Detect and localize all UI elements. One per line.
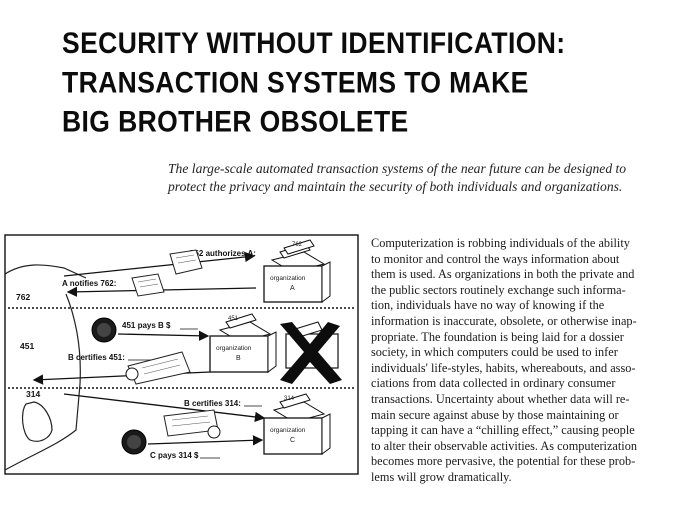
id-762: 762 xyxy=(16,292,30,302)
label-certifies-451: B certifies 451: xyxy=(68,353,125,362)
title-line-2: TRANSACTION SYSTEMS TO MAKE xyxy=(62,65,529,100)
paper-slip-icon xyxy=(169,249,203,275)
coin-face-icon xyxy=(127,435,141,449)
body-line: becomes more pervasive, the potential fo… xyxy=(371,454,636,469)
body-line: tapping it can have a “chilling effect,”… xyxy=(371,423,635,438)
id-314: 314 xyxy=(26,389,40,399)
org-c-letter: C xyxy=(290,437,295,444)
title-line-3: BIG BROTHER OBSOLETE xyxy=(62,104,409,139)
label-pays-c: C pays 314 $ xyxy=(150,451,199,460)
body-line: ciations from data collected in ordinary… xyxy=(371,376,616,391)
body-line: Computerization is robbing individuals o… xyxy=(371,236,630,250)
org-a-label: organization xyxy=(270,275,306,282)
title-line-1: SECURITY WITHOUT IDENTIFICATION: xyxy=(62,26,566,60)
transaction-diagram: 762 451 314 762 authorizes A: A notifies… xyxy=(4,234,360,476)
org-c-label: organization xyxy=(270,427,306,434)
organization-c-box xyxy=(263,393,331,455)
article-body: Computerization is robbing individuals o… xyxy=(371,236,693,486)
body-line: propriate. The foundation is being laid … xyxy=(371,329,624,344)
label-authorizes: 762 authorizes A: xyxy=(190,249,256,258)
org-b-label: organization xyxy=(216,345,252,352)
folder-tab-762: 762 xyxy=(292,242,303,248)
body-line: them is used. As organizations in both t… xyxy=(371,267,635,282)
body-line: information is inaccurate, obsolete, or … xyxy=(371,313,637,328)
arrow-certifies-314 xyxy=(63,393,266,423)
thumb-outline xyxy=(21,401,53,442)
arrow-authorizes xyxy=(63,251,256,277)
hand-outline xyxy=(4,264,87,471)
label-certifies-314: B certifies 314: xyxy=(184,399,241,408)
label-notifies: A notifies 762: xyxy=(62,279,116,288)
org-a-letter: A xyxy=(290,285,295,292)
body-line: lems will grow dramatically. xyxy=(371,469,512,484)
arrow-pays-b xyxy=(117,330,210,341)
body-line: transactions. Uncertainty about whether … xyxy=(371,391,630,406)
label-pays-b: 451 pays B $ xyxy=(122,321,171,330)
body-line: to monitor and control the ways informat… xyxy=(371,251,620,266)
coin-face-icon xyxy=(97,323,111,337)
body-line: tion, individuals have no way of knowing… xyxy=(371,298,605,313)
folder-tab-314: 314 xyxy=(284,396,295,402)
certificate-slip-icon xyxy=(125,351,191,385)
blocked-linkage-icon xyxy=(280,321,342,384)
id-451: 451 xyxy=(20,341,34,351)
folder-tab-451: 451 xyxy=(228,316,239,322)
article-deck: The large-scale automated transaction sy… xyxy=(168,161,627,194)
organization-b-box xyxy=(209,313,277,373)
org-b-letter: B xyxy=(236,355,241,362)
body-line: to alter their observable activities. As… xyxy=(371,438,638,453)
arrow-pays-c xyxy=(147,435,264,446)
certificate-slip-icon xyxy=(163,409,221,439)
organization-a-box xyxy=(263,239,331,303)
paper-slip-icon xyxy=(131,273,165,297)
body-line: the public sectors routinely exchange su… xyxy=(371,282,626,297)
article-title: SECURITY WITHOUT IDENTIFICATION: TRANSAC… xyxy=(62,24,662,142)
transaction-diagram-svg: 762 451 314 762 authorizes A: A notifies… xyxy=(4,234,359,475)
body-line: individuals' life-styles, habits, wherea… xyxy=(371,360,636,375)
body-line: society, in which computers could be use… xyxy=(371,345,618,360)
body-line: main secure against abuse by those maint… xyxy=(371,407,619,422)
